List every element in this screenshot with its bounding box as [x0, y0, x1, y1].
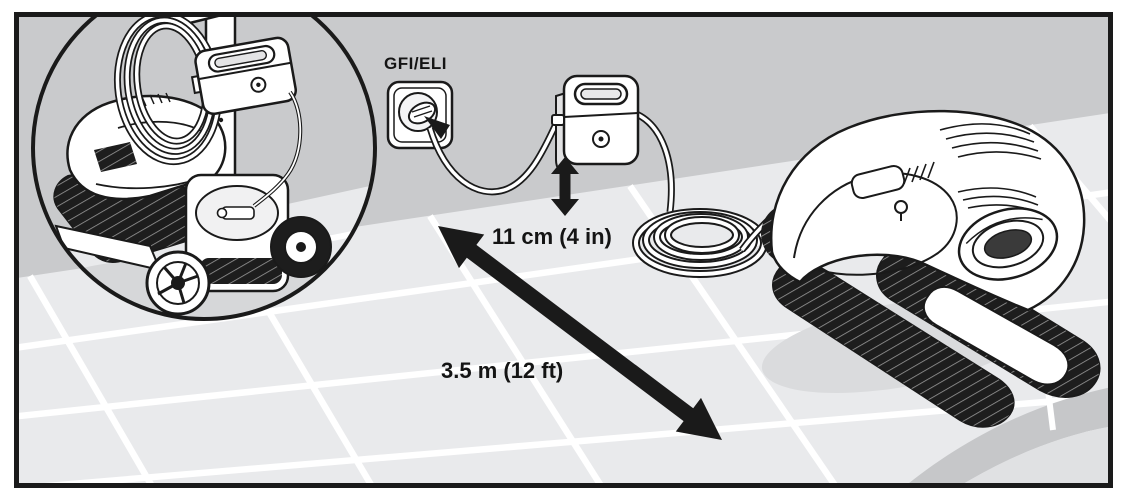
gfi-outlet — [386, 80, 454, 150]
outlet-label: GFI/ELI — [384, 54, 447, 73]
track-side-panel — [922, 285, 1070, 386]
inset-psu-cable — [252, 90, 303, 208]
plug-pointer-arrow — [424, 116, 450, 139]
caddy-frame — [184, 173, 290, 293]
psu-cable-port — [551, 114, 565, 126]
power-supply-unit — [551, 74, 640, 178]
distance-arrow — [438, 226, 722, 440]
inset-detail-circle — [31, 15, 377, 321]
height-measurement-label: 11 cm (4 in) — [492, 224, 612, 249]
inset-circle-outline — [31, 15, 377, 321]
robot-vents — [903, 161, 935, 185]
robot-side-intake — [957, 207, 1059, 281]
robot-front-panel — [793, 172, 958, 276]
robot-cable-connector — [894, 200, 908, 221]
robot-track-right — [876, 242, 1101, 398]
distance-measurement-label: 3.5 m (12 ft) — [441, 358, 564, 383]
height-arrow — [551, 157, 579, 216]
robot-top-grooves — [939, 123, 1042, 214]
cable-psu-to-coil — [632, 109, 675, 213]
caddy-wheel-left — [145, 250, 211, 316]
inset-power-supply — [190, 36, 297, 116]
caddy-wheel-right — [270, 216, 332, 278]
robot-pool-cleaner — [761, 109, 1101, 428]
robot-handle-recess — [850, 164, 906, 200]
pool-edge — [906, 381, 1110, 485]
cable-outlet-to-psu — [426, 120, 561, 196]
frame-border — [14, 12, 1113, 488]
